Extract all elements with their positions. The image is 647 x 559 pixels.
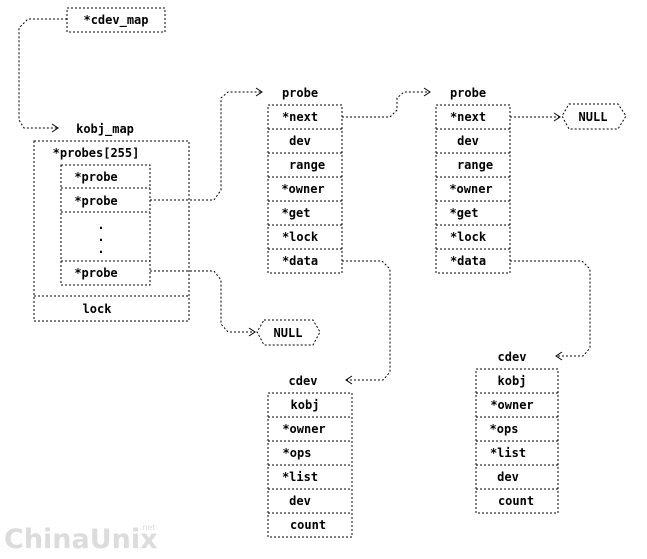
probe-2-field: *next <box>450 110 486 124</box>
watermark: ChinaUnix .net <box>4 523 158 555</box>
probe-struct-2: probe *next dev range *owner *get *lock … <box>435 86 511 274</box>
cdev-2-field: kobj <box>498 374 527 388</box>
probe-1-field: *next <box>282 110 318 124</box>
arrow-head <box>555 351 563 361</box>
cdev-2-field: count <box>498 494 534 508</box>
null-bottom-label: NULL <box>274 326 303 340</box>
arrow-head <box>51 123 59 133</box>
cdev-1-title: cdev <box>289 374 318 388</box>
kobj-map-frame <box>33 140 190 322</box>
cdev-map-frame <box>66 7 166 33</box>
null-node-bottom: NULL <box>256 319 321 346</box>
cdev-2-field: *ops <box>490 422 519 436</box>
probe-1-field: range <box>289 158 325 172</box>
arrow-head <box>423 87 431 97</box>
watermark-suffix: .net <box>140 523 156 532</box>
connectors <box>18 18 591 385</box>
cdev-2-field: *owner <box>490 398 533 412</box>
probe-2-field: *get <box>450 206 479 220</box>
kobj-map-probes-label: *probes[255] <box>53 146 140 160</box>
cdev-struct-1: cdev kobj *owner *ops *list dev count <box>267 374 353 538</box>
cdev-2-title: cdev <box>498 350 527 364</box>
probe-struct-1: probe *next dev range *owner *get *lock … <box>267 86 343 274</box>
probe-1-frame <box>267 104 343 274</box>
cdev-1-field: *owner <box>282 422 325 436</box>
watermark-text: ChinaUnix <box>4 524 158 555</box>
kobj-map-lock-field: lock <box>83 302 113 316</box>
probes-array-frame <box>60 164 151 286</box>
cdev-1-field: *ops <box>283 446 312 460</box>
probe-2-field: *data <box>450 254 486 268</box>
cdev-1-field: *list <box>282 470 318 484</box>
probe-1-field: dev <box>289 134 311 148</box>
probe-1-data-to-cdev-1-wire <box>342 260 391 381</box>
probe-2-field: *lock <box>450 230 487 244</box>
null-node-top: NULL <box>561 103 627 130</box>
cdev-map-box: *cdev_map <box>66 7 166 33</box>
null-top-frame <box>561 103 627 130</box>
probe-1-next-to-probe-2-wire <box>342 91 430 118</box>
arrow-head <box>248 327 256 337</box>
probes-array-ellipsis: . <box>97 242 104 256</box>
probe-2-field: dev <box>457 134 479 148</box>
probe-2-frame <box>435 104 511 274</box>
probes-array-entry: *probe <box>74 170 117 184</box>
arrow-head <box>345 375 353 385</box>
probe-2-data-to-cdev-2-wire <box>510 260 591 357</box>
cdev-map-field: *cdev_map <box>83 13 148 28</box>
probe-1-field: *lock <box>282 230 319 244</box>
probe-1-field: *data <box>282 254 318 268</box>
probe-2-title: probe <box>450 86 486 100</box>
probe-1-title: probe <box>282 86 318 100</box>
cdev-1-field: count <box>290 518 326 532</box>
arrow-head <box>553 112 561 122</box>
cdev-struct-2: cdev kobj *owner *ops *list dev count <box>475 350 559 514</box>
arrow-head <box>255 87 263 97</box>
cdev-1-field: kobj <box>291 398 320 412</box>
probes-array-entry: *probe <box>74 266 117 280</box>
probes-array-ellipsis: . <box>97 230 104 244</box>
probes-array-ellipsis: . <box>97 218 104 232</box>
cdev-1-field: dev <box>289 494 311 508</box>
cdev-map-to-kobj-map-wire <box>18 18 67 129</box>
probe-entry-to-null-wire <box>150 270 255 333</box>
kobj-map-struct: kobj_map *probes[255] *probe *probe . . … <box>33 122 190 322</box>
probes-array-entry: *probe <box>74 194 117 208</box>
null-bottom-frame <box>256 319 321 346</box>
probe-1-field: *get <box>282 206 311 220</box>
cdev-2-field: dev <box>497 470 519 484</box>
probe-entry-to-probe-1-wire <box>150 91 262 201</box>
kobj-map-title: kobj_map <box>76 122 134 137</box>
null-top-label: NULL <box>579 110 608 124</box>
probe-1-field: *owner <box>281 182 324 196</box>
probe-2-field: *owner <box>449 182 492 196</box>
probe-2-field: range <box>457 158 493 172</box>
cdev-2-field: *list <box>490 446 526 460</box>
